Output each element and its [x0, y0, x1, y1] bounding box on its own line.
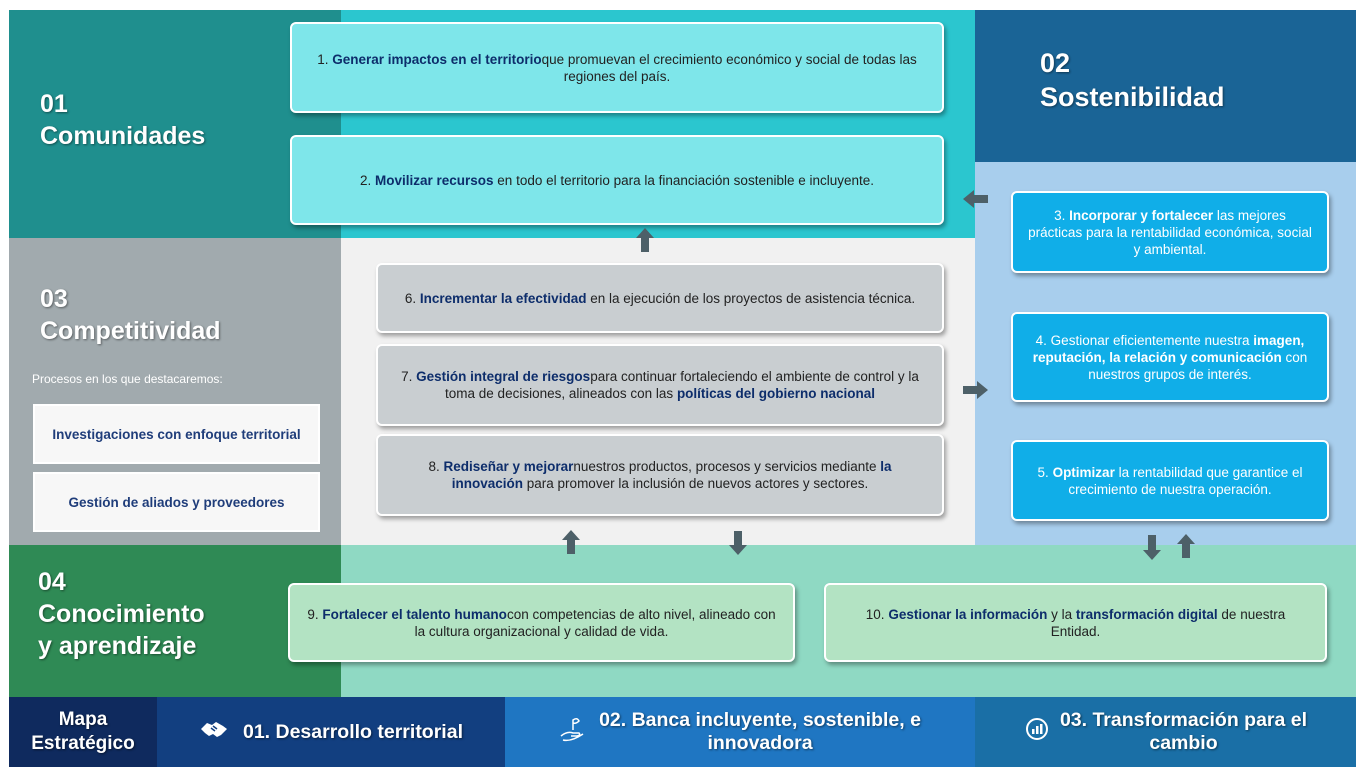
objective-8-box: 8. Rediseñar y mejorarnuestros productos… [376, 434, 944, 516]
arrow-up-icon [562, 530, 580, 554]
objective-prefix: 4. Gestionar eficientemente nuestra [1035, 332, 1254, 348]
plant-hand-icon [559, 716, 587, 748]
objective-bold-2: transformación digital [1075, 606, 1218, 622]
objective-7-box: 7. Gestión integral de riesgospara conti… [376, 344, 944, 426]
objective-number: 3. [1054, 207, 1066, 223]
objective-number: 5. [1037, 464, 1049, 480]
footer-pillar-2: 02. Banca incluyente, sostenible, e inno… [505, 697, 975, 767]
objective-number: 6. [404, 290, 417, 306]
sostenibilidad-zone [975, 10, 1356, 162]
objective-1-box: 1. Generar impactos en el territorioque … [290, 22, 944, 113]
growth-chart-icon [1024, 716, 1050, 748]
objective-bold: Movilizar recursos [375, 172, 494, 188]
objective-bold-2: la innovación [451, 459, 892, 491]
objective-2-box: 2. Movilizar recursos en todo el territo… [290, 135, 944, 225]
objective-bold: imagen, reputación, la relación y comuni… [1032, 332, 1305, 365]
objective-number: 10. [865, 606, 885, 622]
objective-bold-2: políticas del gobierno nacional [676, 386, 875, 401]
objective-6-box: 6. Incrementar la efectividad en la ejec… [376, 263, 944, 333]
objective-3-box: 3. Incorporar y fortalecer las mejores p… [1011, 191, 1329, 273]
footer-pillar-3: 03. Transformación para el cambio [975, 697, 1356, 767]
arrow-up-icon [1177, 534, 1195, 558]
footer-pillar-1-label: 01. Desarrollo territorial [242, 720, 463, 743]
section-name-line1: Conocimiento [38, 600, 205, 628]
objective-5-box: 5. Optimizar la rentabilidad que garanti… [1011, 440, 1329, 521]
objective-number: 1. [317, 51, 329, 67]
section-comunidades-title: 01 Comunidades [40, 88, 205, 152]
objective-mid: y la [1047, 606, 1076, 622]
footer-mapa-estrategico: Mapa Estratégico [9, 697, 157, 767]
process-box-aliados: Gestión de aliados y proveedores [33, 472, 320, 532]
competitividad-subtitle: Procesos en los que destacaremos: [32, 372, 223, 386]
objective-bold: Incorporar y fortalecer [1069, 207, 1214, 223]
process-box-investigaciones: Investigaciones con enfoque territorial [33, 404, 320, 464]
section-name-line2: y aprendizaje [38, 632, 197, 660]
objective-text: en la ejecución de los proyectos de asis… [586, 290, 916, 306]
objective-bold: Generar impactos en el territorio [332, 51, 542, 67]
conocimiento-zone [9, 545, 341, 697]
section-number: 03 [40, 285, 68, 313]
objective-4-box: 4. Gestionar eficientemente nuestra imag… [1011, 312, 1329, 402]
footer-pillar-2-line1: 02. Banca incluyente, sostenible, e [599, 709, 921, 731]
objective-bold: Gestión integral de riesgos [416, 369, 591, 384]
section-name: Sostenibilidad [1040, 82, 1225, 112]
footer-map-line1: Mapa [58, 709, 108, 730]
handshake-icon [199, 717, 229, 747]
objective-text: nuestros productos, procesos y servicios… [573, 459, 881, 474]
footer-pillar-3-line1: 03. Transformación para el [1059, 709, 1308, 731]
section-number: 04 [38, 568, 66, 596]
objective-text: para continuar fortaleciendo el ambiente… [445, 369, 919, 401]
arrow-up-icon [636, 228, 654, 252]
objective-text: de nuestra Entidad. [1050, 606, 1286, 639]
objective-text: que promuevan el crecimiento económico y… [541, 51, 917, 84]
objective-number: 7. [401, 369, 413, 384]
footer-pillar-1: 01. Desarrollo territorial [157, 697, 505, 767]
section-name: Competitividad [40, 317, 221, 345]
section-sostenibilidad-title: 02 Sostenibilidad [1040, 46, 1225, 114]
section-number: 01 [40, 90, 68, 118]
objective-bold: Incrementar la efectividad [419, 290, 587, 306]
footer-map-line2: Estratégico [31, 733, 135, 754]
arrow-down-icon [729, 531, 747, 555]
objective-bold: Fortalecer el talento humano [322, 606, 507, 622]
objective-text: en todo el territorio para la financiaci… [493, 172, 875, 188]
section-competitividad-title: 03 Competitividad [40, 283, 221, 347]
objective-number: 2. [359, 172, 372, 188]
objective-bold: Gestionar la información [888, 606, 1048, 622]
objective-9-box: 9. Fortalecer el talento humanocon compe… [288, 583, 795, 662]
comunidades-zone [9, 10, 341, 238]
objective-10-box: 10. Gestionar la información y la transf… [824, 583, 1327, 662]
arrow-left-icon [963, 190, 988, 208]
arrow-down-icon [1143, 535, 1161, 560]
section-number: 02 [1040, 48, 1071, 78]
arrow-right-icon [963, 381, 988, 399]
objective-text: la rentabilidad que garantice el crecimi… [1068, 464, 1303, 497]
objective-text: las mejores prácticas para la rentabilid… [1028, 207, 1312, 257]
objective-text: con nuestros grupos de interés. [1088, 349, 1308, 382]
objective-number: 9. [307, 606, 319, 622]
section-conocimiento-title: 04 Conocimiento y aprendizaje [38, 566, 205, 662]
footer-pillar-3-line2: cambio [1149, 732, 1218, 754]
footer-pillar-2-line2: innovadora [707, 732, 813, 754]
objective-bold: Rediseñar y mejorar [443, 459, 574, 474]
objective-number: 8. [428, 459, 440, 474]
objective-text-2: para promover la inclusión de nuevos act… [523, 476, 869, 491]
objective-bold: Optimizar [1052, 464, 1115, 480]
section-name: Comunidades [40, 122, 206, 150]
objective-text: con competencias de alto nivel, alineado… [414, 606, 776, 639]
